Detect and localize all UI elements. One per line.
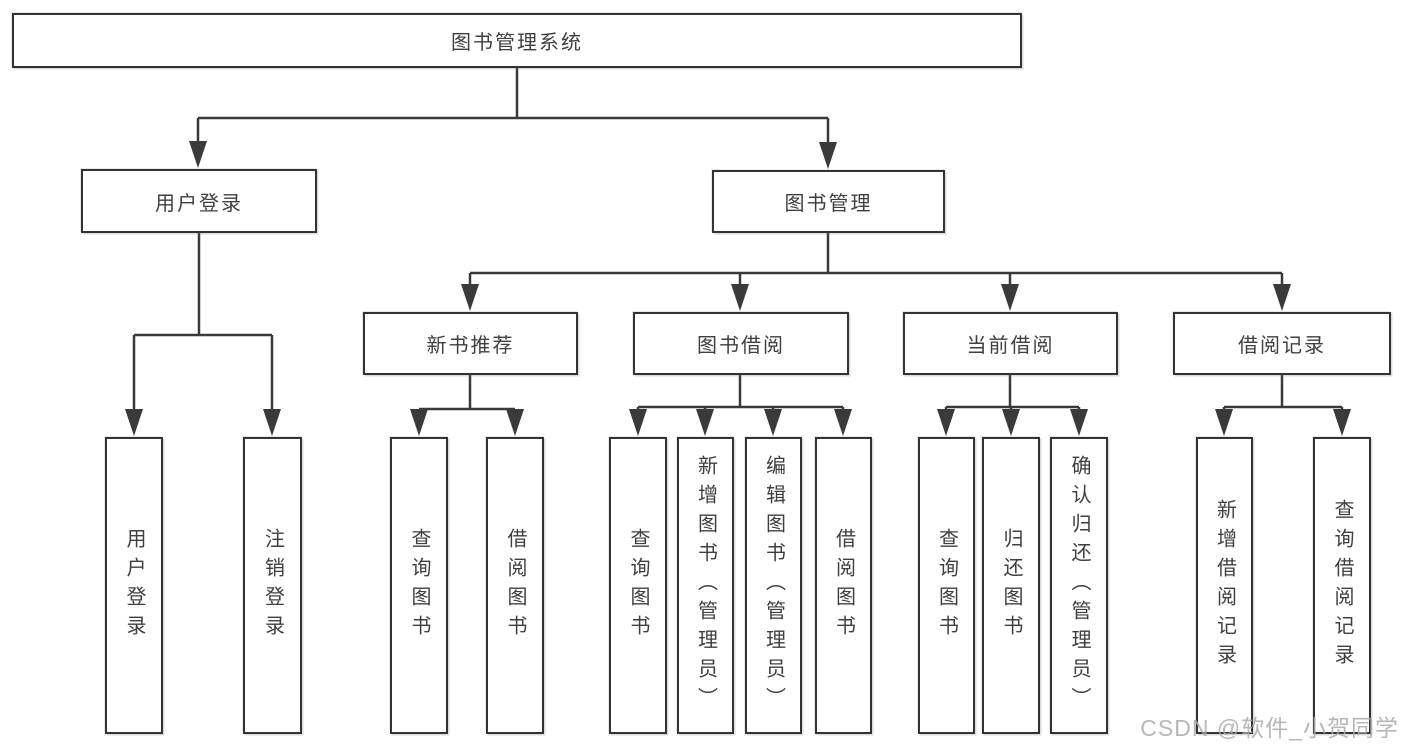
node-root-system: 图书管理系统 — [12, 13, 1022, 68]
leaf-user-login-label: 用户登录 — [123, 527, 145, 644]
arrowhead-icons — [125, 141, 1351, 436]
leaf-br-query-record: 查询借阅记录 — [1313, 437, 1371, 734]
node-current-borrow-label: 当前借阅 — [966, 335, 1055, 357]
leaf-rec-query-book-label: 查询图书 — [408, 527, 430, 644]
leaf-cb-return-book: 归还图书 — [982, 437, 1040, 734]
leaf-rec-query-book: 查询图书 — [390, 437, 448, 734]
leaf-bb-borrow-book: 借阅图书 — [815, 437, 872, 734]
leaf-br-add-record: 新增借阅记录 — [1196, 437, 1253, 734]
leaf-rec-borrow-book: 借阅图书 — [486, 437, 544, 734]
leaf-bb-borrow-book-label: 借阅图书 — [832, 527, 855, 644]
leaf-cb-query-book: 查询图书 — [918, 437, 975, 734]
node-book-borrow-label: 图书借阅 — [697, 335, 785, 357]
node-book-management: 图书管理 — [712, 170, 945, 233]
node-book-management-label: 图书管理 — [784, 193, 873, 215]
leaf-bb-query-book: 查询图书 — [609, 437, 667, 734]
leaf-cb-confirm-return-admin-label: 确认归还（管理员） — [1068, 455, 1090, 716]
leaf-br-add-record-label: 新增借阅记录 — [1213, 498, 1236, 673]
node-new-book-recommend-label: 新书推荐 — [426, 335, 515, 357]
watermark: CSDN @软件_小贺同学 — [1140, 715, 1399, 741]
leaf-cb-query-book-label: 查询图书 — [935, 527, 958, 644]
leaf-bb-add-book-admin: 新增图书（管理员） — [677, 437, 734, 734]
leaf-cb-confirm-return-admin: 确认归还（管理员） — [1050, 437, 1108, 734]
leaf-br-query-record-label: 查询借阅记录 — [1331, 498, 1353, 673]
leaf-cb-return-book-label: 归还图书 — [1000, 527, 1022, 644]
node-user-login: 用户登录 — [81, 169, 317, 233]
leaf-user-login: 用户登录 — [105, 437, 163, 734]
leaf-bb-query-book-label: 查询图书 — [627, 527, 649, 644]
node-user-login-label: 用户登录 — [155, 192, 243, 215]
node-borrow-record: 借阅记录 — [1173, 312, 1391, 375]
leaf-bb-edit-book-admin: 编辑图书（管理员） — [745, 437, 802, 734]
leaf-rec-borrow-book-label: 借阅图书 — [504, 527, 526, 644]
node-current-borrow: 当前借阅 — [903, 312, 1118, 375]
node-root-label: 图书管理系统 — [451, 32, 583, 54]
leaf-logout: 注销登录 — [243, 437, 302, 734]
leaf-bb-edit-book-admin-label: 编辑图书（管理员） — [762, 455, 785, 716]
node-new-book-recommend: 新书推荐 — [363, 312, 578, 375]
leaf-logout-label: 注销登录 — [261, 527, 284, 644]
leaf-bb-add-book-admin-label: 新增图书（管理员） — [694, 455, 717, 716]
node-book-borrow: 图书借阅 — [633, 312, 849, 375]
node-borrow-record-label: 借阅记录 — [1238, 335, 1326, 357]
